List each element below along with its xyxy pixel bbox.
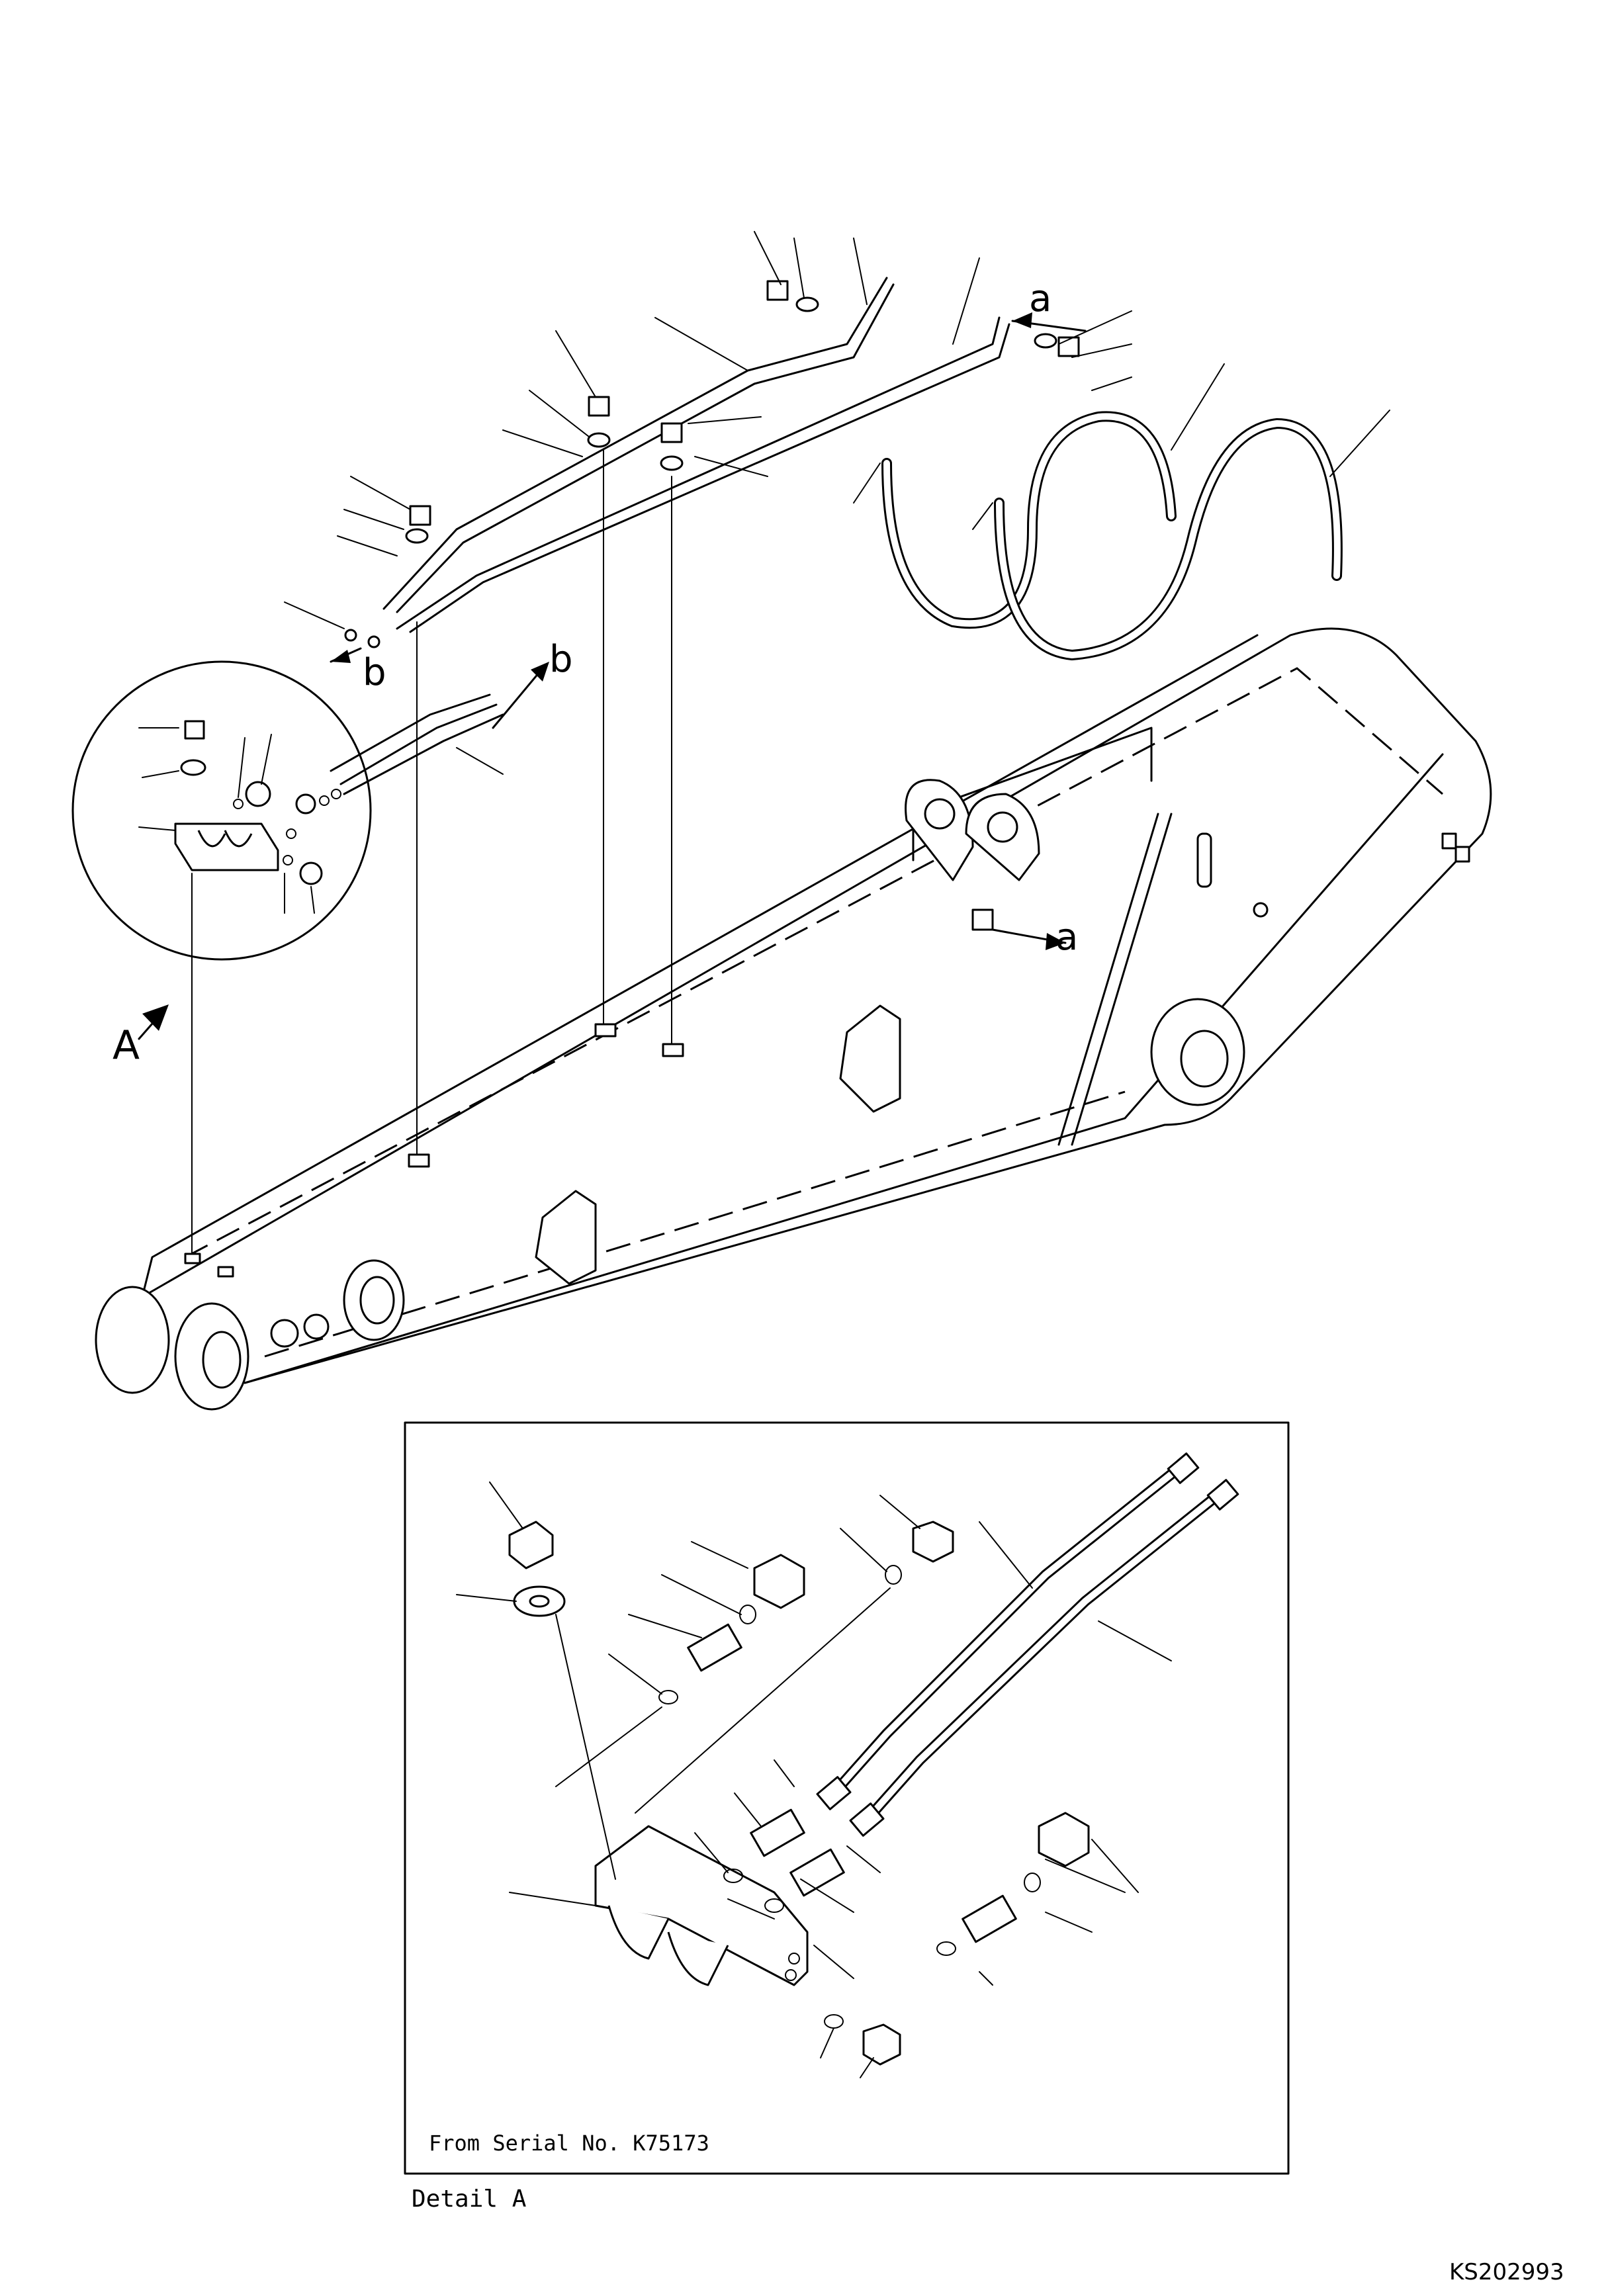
detail-a-panel (404, 1421, 1290, 2175)
arrow-a-label-boom: a (1055, 916, 1078, 959)
center-hoses (295, 693, 504, 815)
arrow-b-label-left: b (363, 651, 386, 694)
leader-lines (284, 231, 1390, 775)
detail-callout-circle (71, 660, 372, 961)
serial-number-note: From Serial No. K75173 (429, 2131, 709, 2156)
arrow-b-label-right: b (549, 638, 573, 681)
detail-reference-label: A (112, 1022, 140, 1069)
direction-arrows (138, 312, 1087, 1040)
drawing-number: KS202993 (1449, 2259, 1564, 2285)
boom-body (95, 627, 1492, 1411)
alignment-lines (191, 449, 672, 1255)
detail-caption: Detail A (412, 2186, 527, 2213)
pipe-assembly (344, 277, 1343, 661)
arrow-a-label-top: a (1029, 277, 1051, 320)
